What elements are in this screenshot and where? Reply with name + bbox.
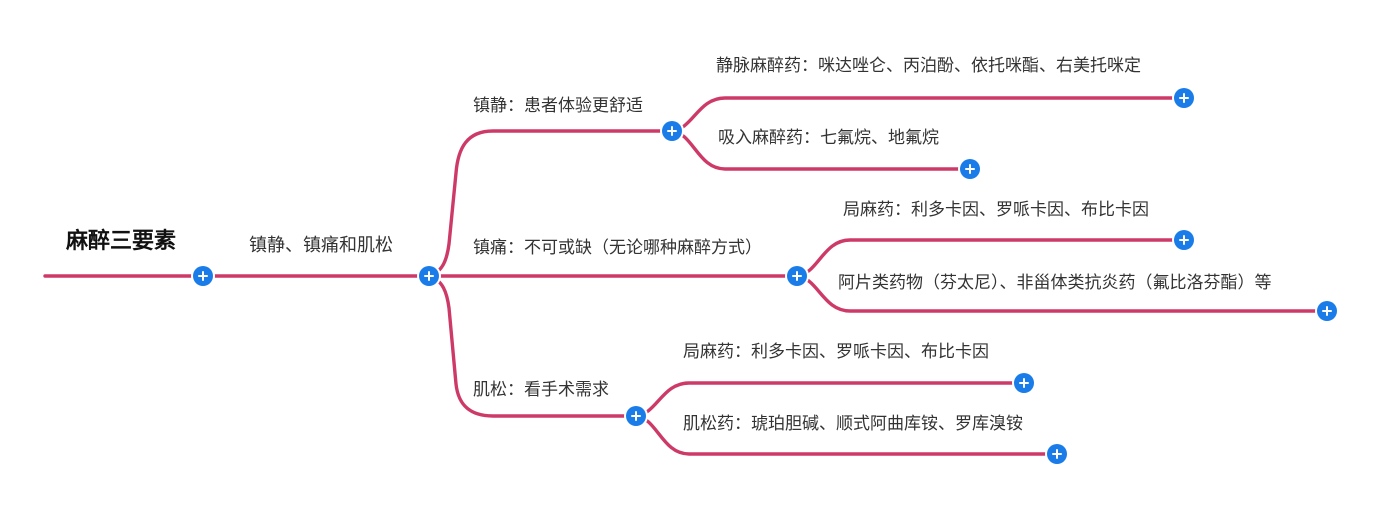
leaf-label-inhaled-anesthetics[interactable]: 吸入麻醉药：七氟烷、地氟烷 xyxy=(718,128,939,147)
add-node-button-opioids[interactable] xyxy=(1317,301,1337,321)
add-node-button-root[interactable] xyxy=(193,266,213,286)
add-node-button-sedation[interactable] xyxy=(662,121,682,141)
branch-label-muscle-relaxation[interactable]: 肌松：看手术需求 xyxy=(473,380,609,399)
leaf-label-local-anesthetics-analgesia[interactable]: 局麻药：利多卡因、罗哌卡因、布比卡因 xyxy=(843,200,1149,219)
add-node-button-local-anesthetics-relaxation[interactable] xyxy=(1014,373,1034,393)
summary-node-label[interactable]: 镇静、镇痛和肌松 xyxy=(249,235,393,255)
leaf-label-local-anesthetics-relaxation[interactable]: 局麻药：利多卡因、罗哌卡因、布比卡因 xyxy=(683,342,989,361)
leaf-label-opioids[interactable]: 阿片类药物（芬太尼）、非甾体类抗炎药（氟比洛芬酯）等 xyxy=(838,273,1272,292)
add-node-button-iv-anesthetics[interactable] xyxy=(1174,88,1194,108)
leaf-label-iv-anesthetics[interactable]: 静脉麻醉药：咪达唑仑、丙泊酚、依托咪酯、右美托咪定 xyxy=(716,56,1141,75)
branch-label-analgesia[interactable]: 镇痛：不可或缺（无论哪种麻醉方式） xyxy=(473,238,762,257)
leaf-label-muscle-relaxants[interactable]: 肌松药：琥珀胆碱、顺式阿曲库铵、罗库溴铵 xyxy=(683,414,1023,433)
root-node-label[interactable]: 麻醉三要素 xyxy=(66,228,177,253)
branch-label-sedation[interactable]: 镇静：患者体验更舒适 xyxy=(473,96,643,115)
add-node-button-summary[interactable] xyxy=(419,266,439,286)
add-node-button-muscle-relaxation[interactable] xyxy=(626,406,646,426)
add-node-button-analgesia[interactable] xyxy=(787,266,807,286)
add-node-button-muscle-relaxants[interactable] xyxy=(1047,444,1067,464)
add-node-button-inhaled-anesthetics[interactable] xyxy=(960,159,980,179)
add-node-button-local-anesthetics-analgesia[interactable] xyxy=(1174,230,1194,250)
